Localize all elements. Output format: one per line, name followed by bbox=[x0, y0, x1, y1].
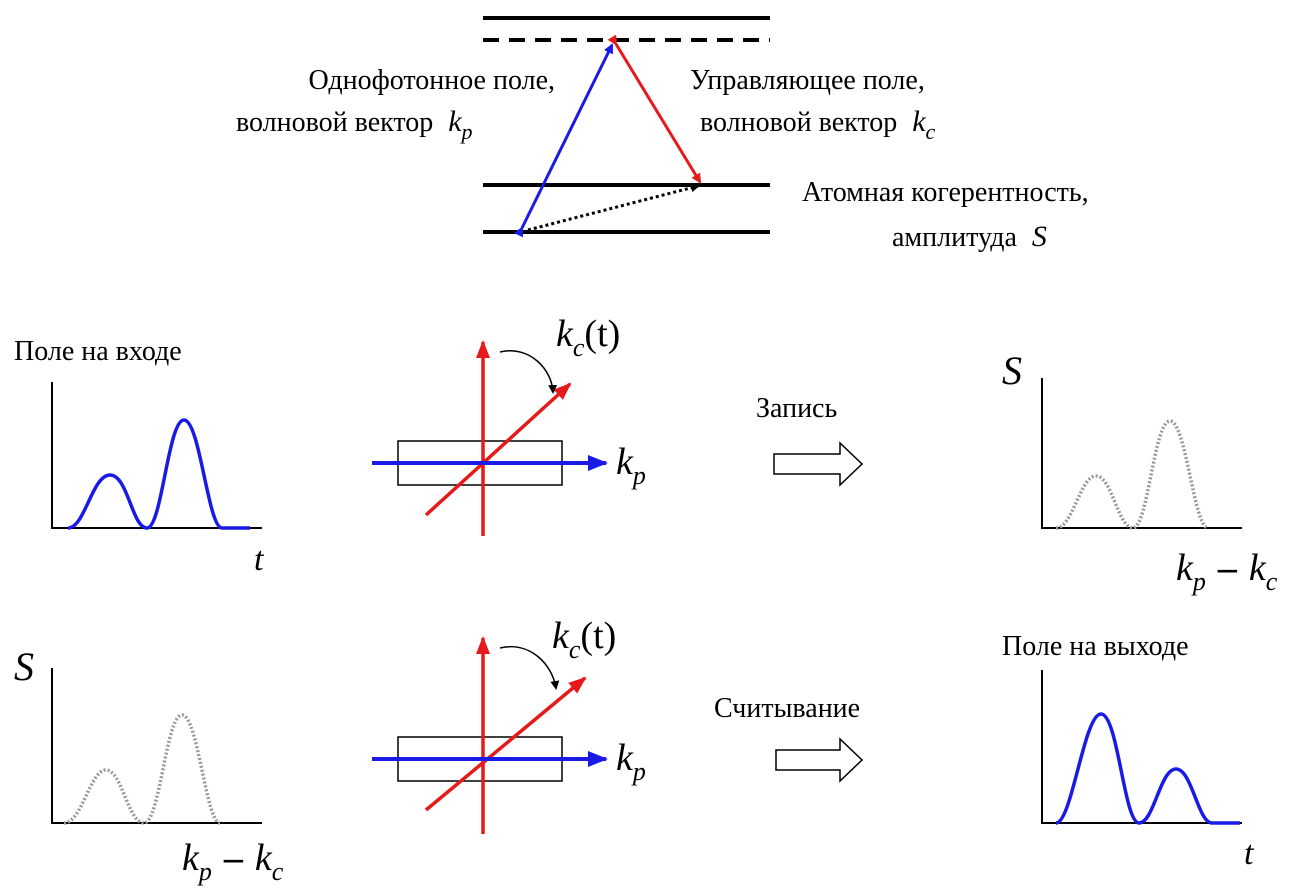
input-plot-axes bbox=[51, 382, 262, 529]
kc-t-label: kc(t) bbox=[556, 313, 620, 362]
input-time-axis-label: t bbox=[254, 541, 265, 578]
s-input-axes bbox=[51, 668, 262, 824]
output-field-title: Поле на выходе bbox=[1002, 631, 1189, 662]
coherence-label-line2: амплитуда S bbox=[892, 220, 1047, 253]
writing-action-label: Запись bbox=[756, 393, 837, 424]
s-plot-axes bbox=[1041, 378, 1242, 529]
level-scheme: Однофотонное поле, волновой вектор kp Уп… bbox=[236, 16, 1089, 253]
rotation-arrow-read bbox=[499, 646, 560, 690]
s-input-label: S bbox=[14, 644, 34, 689]
reading-action-label: Считывание bbox=[714, 693, 860, 724]
control-beam-rotated bbox=[424, 382, 572, 517]
writing-hollow-arrow bbox=[773, 441, 864, 487]
output-time-axis-label: t bbox=[1244, 835, 1255, 872]
s-input-axis-label: kp–kc bbox=[182, 837, 284, 886]
output-plot-axes bbox=[1041, 670, 1242, 824]
probe-label-line1: Однофотонное поле, bbox=[309, 65, 555, 96]
s-spin-wave-curve bbox=[1055, 419, 1209, 530]
control-label-line2: волновой вектор kc bbox=[700, 105, 936, 144]
input-pulse-curve bbox=[67, 418, 250, 530]
kc-t-label-read: kc(t) bbox=[552, 615, 616, 664]
coherence-arrow bbox=[527, 183, 700, 232]
s-plot-label: S bbox=[1002, 348, 1022, 393]
control-beam-rotated-read bbox=[424, 676, 587, 812]
input-field-title: Поле на входе bbox=[14, 336, 182, 367]
coherence-label-line1: Атомная когерентность, bbox=[802, 177, 1089, 208]
writing-row: Поле на входе t kc(t) kp Запись S kp–kc bbox=[14, 313, 1278, 596]
s-plot-axis-label: kp–kc bbox=[1176, 547, 1278, 596]
control-transition-arrow bbox=[607, 34, 702, 184]
probe-transition-arrow bbox=[513, 43, 614, 238]
kp-label-read: kp bbox=[616, 737, 646, 786]
reading-row: S kp–kc kc(t) kp Считывание Поле на выхо… bbox=[14, 615, 1255, 886]
kp-label: kp bbox=[616, 441, 646, 490]
probe-label-line2: волновой вектор kp bbox=[236, 105, 473, 144]
rotation-arrow bbox=[499, 350, 558, 394]
s-input-curve bbox=[63, 713, 221, 825]
reading-hollow-arrow bbox=[775, 737, 864, 783]
control-label-line1: Управляющее поле, bbox=[690, 65, 925, 96]
output-pulse-curve bbox=[1055, 712, 1240, 825]
